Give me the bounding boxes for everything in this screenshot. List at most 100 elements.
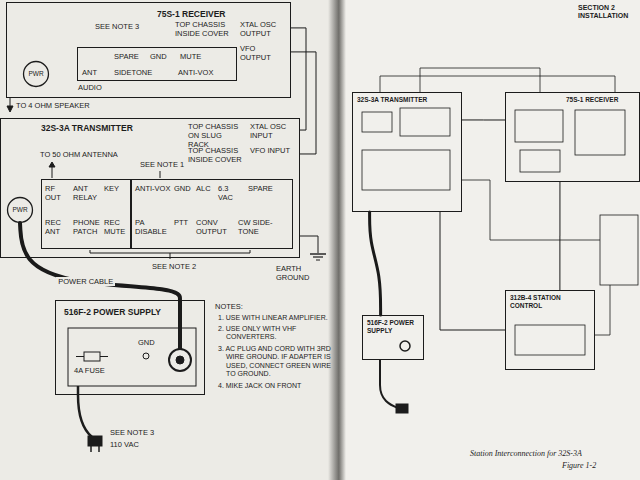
- bus-wire: [462, 180, 600, 240]
- power-cable: [178, 300, 182, 349]
- power-supply-box: 516F-2 POWER SUPPLY: [55, 300, 205, 395]
- terminal-name: ANT: [82, 68, 97, 77]
- box-title: 516F-2 POWER SUPPLY: [367, 319, 419, 335]
- terminal-strip: ANTI-VOXGNDALC6.3 VACSPAREPA DISABLEPTTC…: [131, 179, 293, 249]
- socket-outline: [8, 198, 33, 223]
- station-control-box: 312B-4 STATION CONTROL: [505, 290, 595, 370]
- plug-prong: [98, 446, 100, 452]
- terminal-name: PWR: [12, 206, 27, 214]
- signal-wire: [462, 119, 505, 120]
- ground-symbol: [313, 256, 323, 257]
- note-reference: SEE NOTE 3: [95, 22, 139, 31]
- note-text: 4. MIKE JACK ON FRONT: [218, 382, 301, 390]
- terminal-name: CW SIDE-TONE: [238, 218, 288, 236]
- destination-label: TO 50 OHM ANTENNA: [40, 150, 118, 159]
- terminal-name: PWR: [28, 70, 43, 78]
- power-socket: PWR: [7, 197, 33, 223]
- terminal-name: ANTI-VOX: [178, 68, 213, 77]
- note-text: 1. USE WITH LINEAR AMPLIFIER.: [218, 314, 328, 322]
- ground-symbol: [310, 253, 326, 254]
- power-socket: PWR: [23, 61, 49, 87]
- power-jack: [400, 341, 410, 351]
- box-title: 312B-4 STATION CONTROL: [510, 294, 590, 310]
- arrow-head: [49, 162, 55, 167]
- supply-panel: [68, 328, 196, 386]
- terminal-strip: RF OUTANT RELAYKEYREC ANTPHONE PATCHREC …: [41, 179, 131, 249]
- location-note: TOP CHASSIS ON SLUG RACK: [188, 122, 244, 149]
- ac-plug: [396, 404, 408, 413]
- ground-symbol: [316, 260, 320, 261]
- ac-plug: [88, 436, 102, 446]
- right-page: [340, 0, 640, 480]
- voltage-label: 110 VAC: [110, 440, 139, 449]
- location-note: TOP CHASSIS INSIDE COVER: [175, 20, 233, 38]
- terminal-name: REC ANT: [45, 218, 71, 236]
- part-name: 4A FUSE: [74, 366, 105, 375]
- terminal-name: ALC: [196, 184, 211, 193]
- terminal-name: GND: [138, 338, 155, 347]
- box-title: 75S-1 RECEIVER: [566, 96, 618, 104]
- chassis-block: [400, 108, 450, 136]
- leader-line: [170, 253, 171, 259]
- left-page: [0, 0, 332, 480]
- terminal-name: GND: [150, 52, 167, 61]
- control-cable: [559, 182, 560, 290]
- section-heading: SECTION 2 INSTALLATION: [578, 4, 636, 21]
- transmitter-box: 32S-3A TRANSMITTER: [352, 92, 462, 212]
- terminal-name: SPARE: [114, 52, 139, 61]
- signal-name: XTAL OSC INPUT: [250, 122, 296, 140]
- bus-wire: [595, 285, 610, 335]
- terminal-name: KEY: [104, 184, 119, 193]
- fuse-lead: [100, 356, 108, 357]
- destination-label: TO 4 OHM SPEAKER: [16, 101, 90, 110]
- amplifier-block: [600, 215, 638, 285]
- terminal-strip: ANT SPARE GND MUTE SIDETONE ANTI-VOX: [77, 47, 237, 81]
- chassis-block: [575, 110, 625, 155]
- note-text: 2. USE ONLY WITH VHF CONVERTERS.: [218, 325, 334, 342]
- leader-line: [160, 171, 161, 178]
- antenna-lead: [52, 166, 53, 178]
- terminal-name: MUTE: [180, 52, 201, 61]
- chassis-block: [520, 150, 560, 172]
- ground-label: EARTH GROUND: [276, 264, 316, 282]
- box-title: 32S-3A TRANSMITTER: [357, 96, 427, 104]
- notes-heading: NOTES:: [215, 302, 243, 311]
- signal-wire: [291, 52, 316, 154]
- control-panel: [515, 325, 585, 355]
- socket-outline: [24, 62, 49, 87]
- note-bracket: [90, 250, 250, 253]
- power-jack: [169, 349, 191, 371]
- bus-wire: [420, 68, 540, 92]
- ac-cord: [78, 386, 92, 437]
- chassis-block: [362, 150, 450, 190]
- box-title: 75S-1 RECEIVER: [157, 9, 226, 19]
- location-note: TOP CHASSIS INSIDE COVER: [188, 146, 244, 164]
- terminal-name: AUDIO: [78, 83, 102, 92]
- figure-caption: Station Interconnection for 32S-3A: [470, 449, 582, 459]
- note-reference: SEE NOTE 2: [152, 262, 196, 271]
- receiver-box: 75S-1 RECEIVER: [505, 92, 640, 182]
- figure-number: Figure 1-2: [562, 461, 596, 471]
- fuse-lead: [76, 356, 84, 357]
- chassis-block: [362, 112, 392, 132]
- signal-name: XTAL OSC OUTPUT: [240, 20, 286, 38]
- terminal-name: SPARE: [248, 184, 273, 193]
- gnd-terminal: [143, 353, 149, 359]
- terminal-name: ANTI-VOX: [135, 184, 170, 193]
- terminal-name: CONV OUTPUT: [196, 218, 228, 236]
- terminal-name: RF OUT: [45, 184, 71, 202]
- page-gutter: [328, 0, 346, 480]
- fuse-symbol: [84, 352, 100, 361]
- power-supply-box: 516F-2 POWER SUPPLY: [362, 315, 424, 360]
- signal-name: VFO OUTPUT: [240, 44, 286, 62]
- plug-prong: [90, 446, 92, 452]
- power-cable: [370, 212, 381, 315]
- terminal-name: GND: [174, 184, 191, 193]
- bus-wire: [380, 76, 615, 92]
- ground-wire: [300, 236, 318, 253]
- terminal-name: PTT: [174, 218, 188, 227]
- note-reference: SEE NOTE 3: [110, 428, 154, 437]
- terminal-name: SIDETONE: [114, 68, 152, 77]
- terminal-name: 6.3 VAC: [218, 184, 240, 202]
